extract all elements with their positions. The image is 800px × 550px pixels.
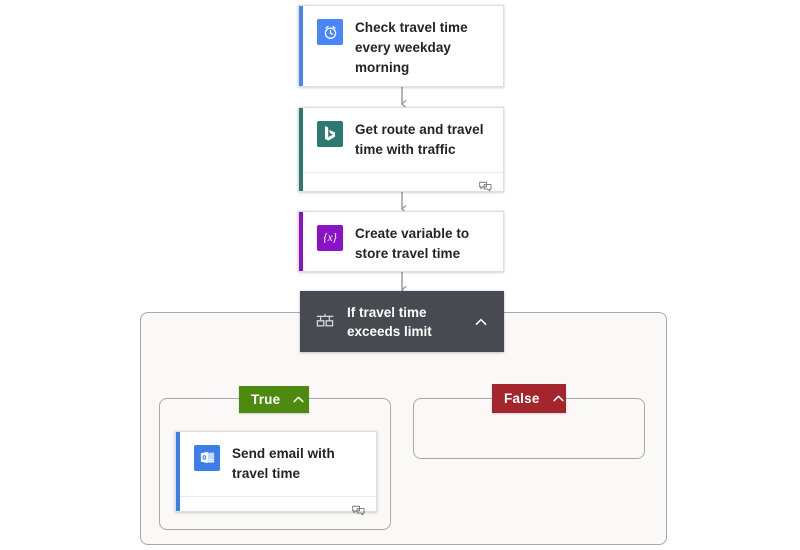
card-title: Get route and travel time with traffic xyxy=(355,122,484,157)
comment-bubbles-icon[interactable] xyxy=(478,180,493,193)
condition-node-if-travel-time-exceeds-limit[interactable]: If travel time exceeds limit xyxy=(300,291,504,352)
card-accent-bar xyxy=(299,6,303,86)
card-accent-bar xyxy=(299,212,303,271)
true-branch-pill[interactable]: True xyxy=(239,386,309,413)
chevron-up-icon[interactable] xyxy=(291,392,306,407)
variable-icon: {x} xyxy=(317,225,343,251)
card-accent-bar xyxy=(299,108,303,191)
action-card-bing-maps[interactable]: Get route and travel time with traffic xyxy=(298,107,504,192)
alarm-clock-icon xyxy=(317,19,343,45)
comment-bubbles-icon[interactable] xyxy=(351,504,366,517)
outlook-icon xyxy=(194,445,220,471)
card-footer xyxy=(299,172,503,199)
card-header: Check travel time every weekday morning xyxy=(299,6,503,90)
card-footer xyxy=(176,496,376,523)
card-header: Get route and travel time with traffic xyxy=(299,108,503,172)
card-accent-bar xyxy=(176,432,180,511)
card-title: Check travel time every weekday morning xyxy=(355,20,468,75)
chevron-up-icon[interactable] xyxy=(473,314,489,330)
false-branch-label: False xyxy=(504,390,540,406)
false-branch-pill[interactable]: False xyxy=(492,384,566,413)
action-card-send-email[interactable]: Send email with travel time xyxy=(175,431,377,516)
condition-branch-icon xyxy=(316,313,334,326)
action-card-trigger-recurrence[interactable]: Check travel time every weekday morning xyxy=(298,5,504,87)
true-branch-label: True xyxy=(251,391,281,407)
card-title: Create variable to store travel time xyxy=(355,226,470,261)
action-card-initialize-variable[interactable]: {x} Create variable to store travel time xyxy=(298,211,504,272)
bing-icon xyxy=(317,121,343,147)
condition-title: If travel time exceeds limit xyxy=(347,304,432,339)
card-header: {x} Create variable to store travel time xyxy=(299,212,503,276)
chevron-up-icon[interactable] xyxy=(551,391,566,406)
card-header: Send email with travel time xyxy=(176,432,376,496)
card-title: Send email with travel time xyxy=(232,446,335,481)
